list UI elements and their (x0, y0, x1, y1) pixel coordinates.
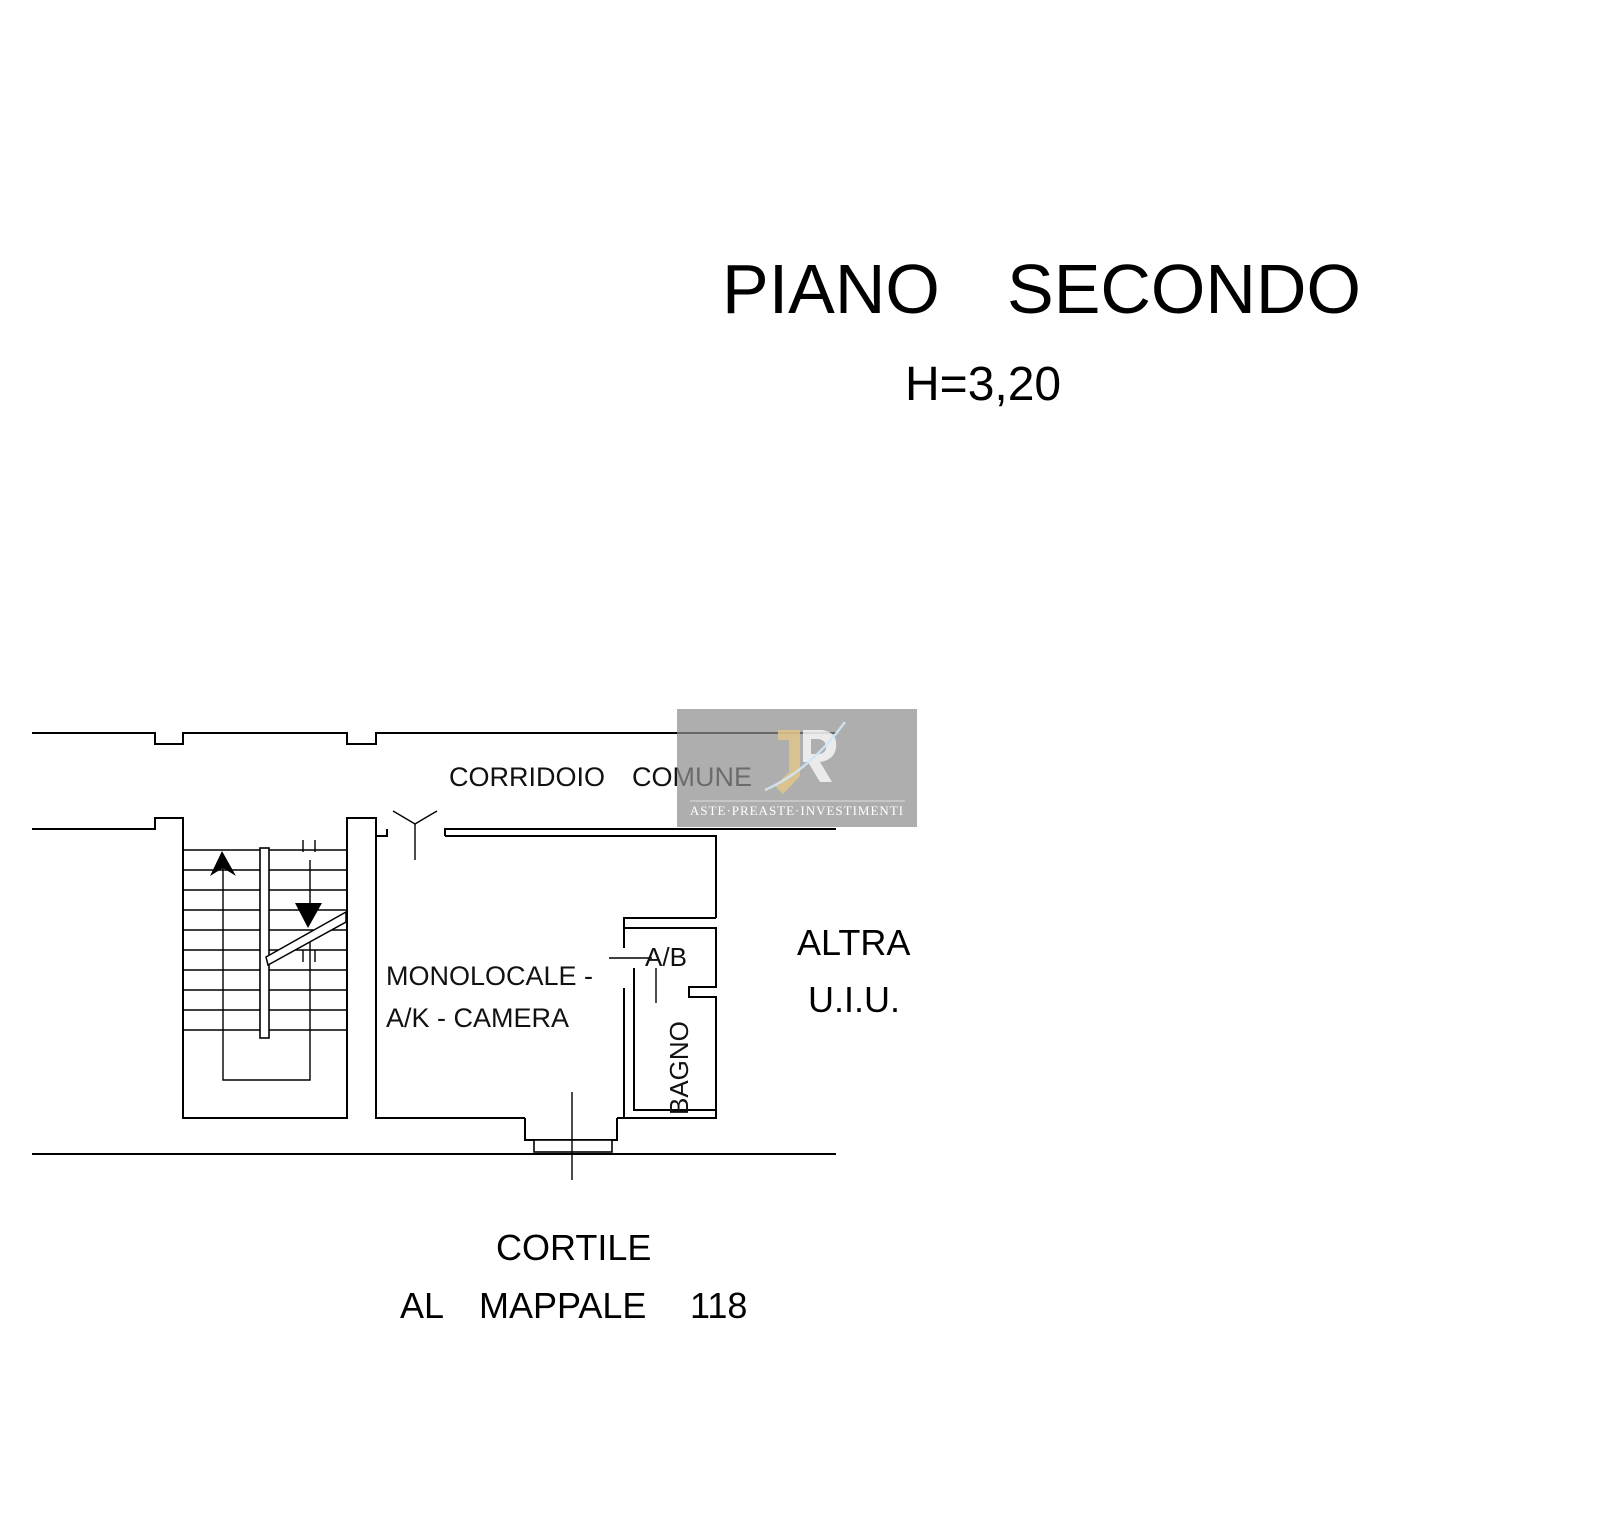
watermark-text: ASTE·PREASTE·INVESTIMENTI (690, 803, 904, 818)
corridor-walls (32, 732, 836, 918)
courtyard-label-al: AL (400, 1285, 444, 1326)
stair-down-arrow (295, 903, 322, 928)
corridor-label-corridoio: CORRIDOIO (449, 762, 605, 792)
entrance-door-symbol (392, 810, 438, 860)
other-unit-label-line2: U.I.U. (808, 979, 900, 1020)
main-room-label-line2: A/K - CAMERA (386, 1003, 569, 1033)
courtyard-window (524, 1092, 618, 1180)
courtyard-label-number: 118 (690, 1285, 747, 1326)
ceiling-height-label: H=3,20 (905, 358, 1061, 411)
stairwell (182, 829, 348, 1119)
watermark-monogram-icon (775, 730, 800, 794)
bathroom-label: BAGNO (664, 1021, 694, 1115)
other-unit-label-line1: ALTRA (797, 922, 910, 963)
ab-label: A/B (645, 942, 687, 972)
stair-up-arrow (210, 851, 236, 876)
floor-title-secondo: SECONDO (1007, 250, 1361, 328)
courtyard-label-line1: CORTILE (496, 1227, 651, 1268)
floor-title-piano: PIANO (722, 250, 940, 328)
main-room-label-line1: MONOLOCALE - (386, 961, 593, 991)
watermark-logo: ASTE·PREASTE·INVESTIMENTI (677, 709, 917, 827)
apartment-walls (375, 836, 717, 1119)
courtyard-label-mappale: MAPPALE (479, 1285, 646, 1326)
